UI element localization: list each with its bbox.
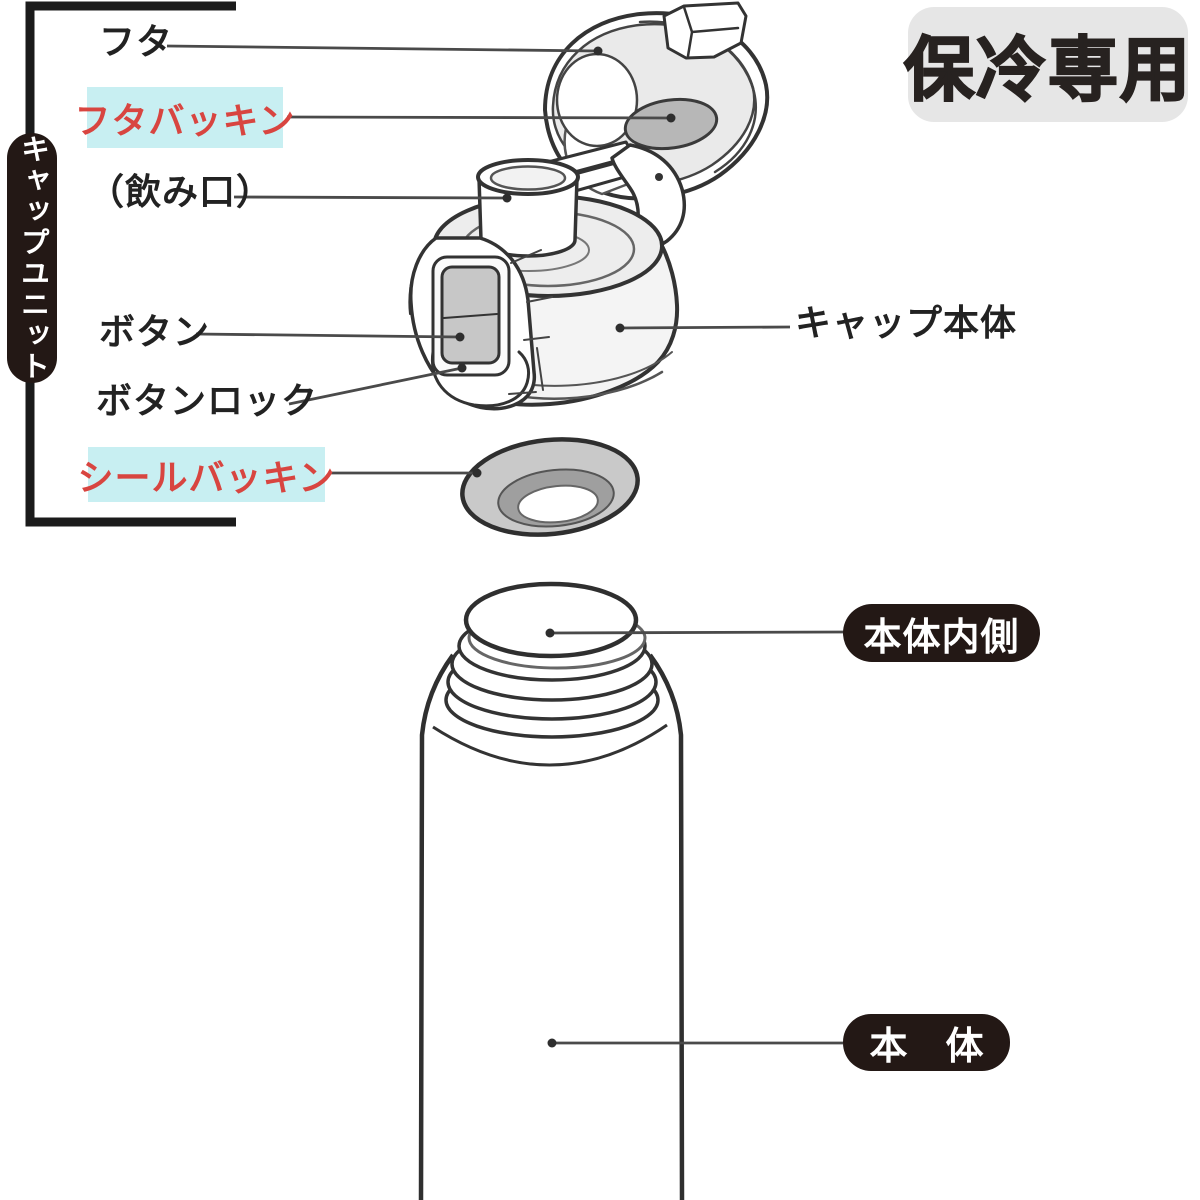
- bottle-illustration: [418, 581, 685, 1200]
- lid-gasket-part: [623, 97, 719, 151]
- bottle-mouth-part: [463, 581, 639, 659]
- label-cap-body: キャップ本体: [795, 302, 1018, 343]
- leader-button: [195, 332, 461, 339]
- leader-spout: [233, 195, 508, 200]
- body-inside-badge: 本体内側: [843, 604, 1040, 662]
- label-button-lock: ボタンロック: [96, 380, 319, 421]
- leader-lines: [166, 44, 846, 1045]
- leader-button-lock: [288, 366, 463, 406]
- cold-only-badge: 保冷専用: [903, 7, 1191, 122]
- leader-cap-body: [619, 325, 791, 330]
- label-button: ボタン: [99, 311, 211, 352]
- label-spout: （飲み口）: [88, 171, 274, 212]
- lid-illustration: [543, 1, 770, 251]
- button-housing-part: [408, 236, 553, 411]
- label-lid: フタ: [99, 21, 174, 62]
- body-badge: 本 体: [843, 1014, 1010, 1071]
- label-seal-gasket: シールバッキン: [78, 447, 334, 502]
- cap-unit-group-badge: キャップユニット: [7, 133, 57, 383]
- leader-body-inside: [549, 630, 846, 635]
- leader-lid: [166, 44, 599, 53]
- label-lid-gasket: フタバッキン: [75, 87, 294, 148]
- leader-lid-gasket: [286, 115, 672, 120]
- cap-unit-bracket: [25, 1, 236, 527]
- cap-unit-group-label: キャップユニット: [16, 134, 49, 382]
- leader-dots: [455, 46, 676, 1048]
- seal-gasket-illustration: [460, 437, 640, 537]
- cap-body-illustration: [408, 158, 680, 411]
